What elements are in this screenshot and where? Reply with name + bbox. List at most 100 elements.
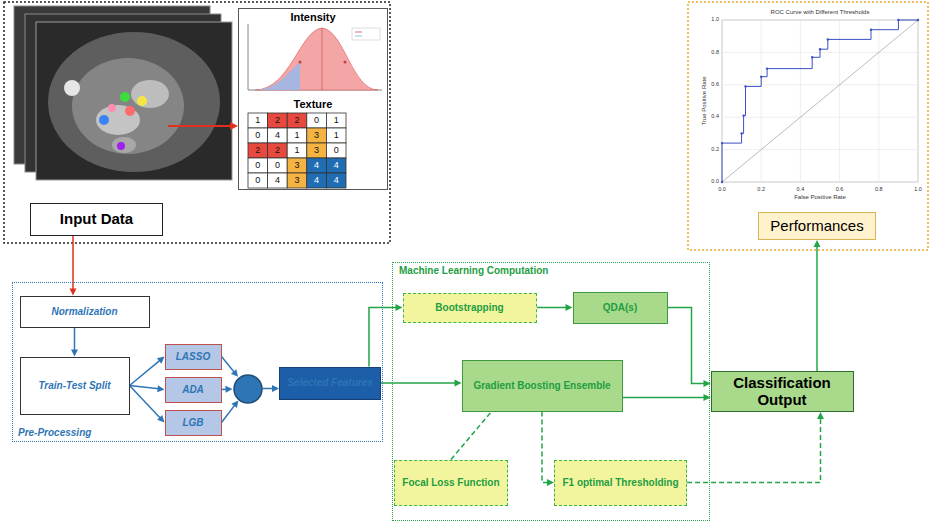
panel-label: Intensity — [239, 11, 387, 23]
panel-label: Pre-Processing — [18, 427, 91, 438]
connector-line — [451, 412, 492, 460]
selector-box: LASSO — [165, 344, 222, 370]
grid-cell-value: 2 — [248, 143, 268, 158]
node-label: Gradient Boosting Ensemble — [473, 380, 610, 391]
arrowhead — [547, 479, 554, 486]
arrowhead — [814, 240, 821, 247]
tick-label: 0.0 — [713, 186, 731, 193]
connector — [263, 385, 280, 392]
connector — [814, 240, 821, 371]
connector-line — [668, 308, 705, 384]
result-box: Performances — [758, 212, 876, 240]
grid-cell-value: 0 — [268, 158, 288, 173]
arrowhead — [70, 289, 77, 296]
grid-cell-value: 1 — [326, 128, 346, 143]
arrowhead — [396, 304, 403, 311]
circle-outline — [234, 375, 262, 403]
intersection-circle: ∩ — [233, 374, 263, 404]
arrowhead — [157, 385, 164, 392]
arrowhead — [157, 357, 165, 364]
operator-symbol: ∩ — [243, 384, 251, 394]
tick-label: 1.0 — [909, 186, 927, 193]
grid-cell-value: 1 — [287, 128, 307, 143]
grid-cell-value: 0 — [248, 128, 268, 143]
connector-line — [222, 357, 235, 373]
arrowhead — [455, 380, 462, 387]
connector-line — [74, 328, 76, 351]
connector — [222, 400, 239, 422]
node-label: Selected Features — [287, 377, 373, 388]
connector-line — [537, 307, 567, 309]
connector — [687, 412, 824, 483]
axis-label: True Positive Rate — [700, 61, 708, 141]
connector — [222, 386, 233, 393]
node-label: Performances — [770, 218, 863, 235]
connector — [451, 412, 492, 460]
connector-line — [816, 246, 818, 371]
connector — [130, 357, 165, 386]
grid-cell-value: 0 — [326, 143, 346, 158]
optional-box: Bootstrapping — [403, 293, 537, 323]
model-box: QDA(s) — [573, 292, 668, 324]
panel-label: Texture — [239, 98, 387, 110]
connector — [542, 412, 554, 487]
optional-box: Focal Loss Function — [394, 460, 508, 506]
connector — [71, 328, 78, 357]
node-label: QDA(s) — [603, 302, 637, 313]
grid-cell-value: 4 — [326, 173, 346, 188]
connector — [222, 357, 239, 377]
grid-cell-value: 4 — [268, 173, 288, 188]
grid-cell-value: 3 — [307, 128, 327, 143]
selector-box: ADA — [165, 377, 222, 403]
connector-line — [623, 397, 705, 399]
tick-label: 0.4 — [791, 186, 809, 193]
tick-label: 0.8 — [870, 186, 888, 193]
grid-cell-value: 0 — [248, 173, 268, 188]
connector-line — [542, 412, 548, 483]
tick-label: 0.2 — [702, 146, 719, 154]
connector-line — [687, 418, 820, 483]
selector-box: LGB — [165, 410, 222, 436]
node-label: ADA — [182, 384, 204, 395]
arrowhead — [225, 386, 232, 393]
grid-cell-value: 3 — [307, 143, 327, 158]
process-box: Normalization — [20, 296, 150, 328]
grid-cell-value: 3 — [287, 173, 307, 188]
node-label: Focal Loss Function — [402, 477, 499, 488]
arrowhead — [272, 385, 279, 392]
connector-line — [130, 386, 159, 389]
region-panel: Pre-Processing NormalizationTrain-Test Sp… — [12, 282, 383, 442]
grid-cell-value: 1 — [287, 143, 307, 158]
grid-cell-value: 2 — [268, 113, 288, 128]
node-label: Bootstrapping — [435, 302, 503, 313]
grid-cell-value: 4 — [307, 173, 327, 188]
grid-cell-value: 4 — [268, 128, 288, 143]
grid-cell-value: 2 — [287, 113, 307, 128]
grid-cell-value: 4 — [307, 158, 327, 173]
node-label: LASSO — [176, 351, 210, 362]
tick-label: 0.6 — [831, 186, 849, 193]
tick-label: 0.0 — [702, 178, 719, 186]
axis-label: False Positive Rate — [780, 193, 860, 201]
node-label: Normalization — [51, 306, 117, 317]
connector — [381, 380, 462, 387]
feature-box: Selected Features — [279, 367, 381, 400]
arrowhead — [157, 415, 164, 422]
grid-cell-value: 4 — [326, 158, 346, 173]
process-box: Train-Test Split — [20, 357, 130, 415]
connector — [623, 394, 711, 401]
grid-cell-value: 0 — [307, 113, 327, 128]
chart-title: ROC Curve with Different Thresholds — [750, 8, 890, 16]
arrowhead — [71, 350, 78, 357]
feature-panel: IntensityTexture — [238, 8, 388, 190]
tick-label: 0.8 — [702, 48, 719, 56]
panel-label: Machine Learning Computation — [399, 265, 548, 276]
output-box: Classification Output — [711, 371, 854, 412]
node-label: LGB — [182, 417, 203, 428]
connector — [537, 304, 573, 311]
optional-box: F1 optimal Thresholding — [554, 460, 687, 506]
connector-line — [263, 388, 274, 390]
